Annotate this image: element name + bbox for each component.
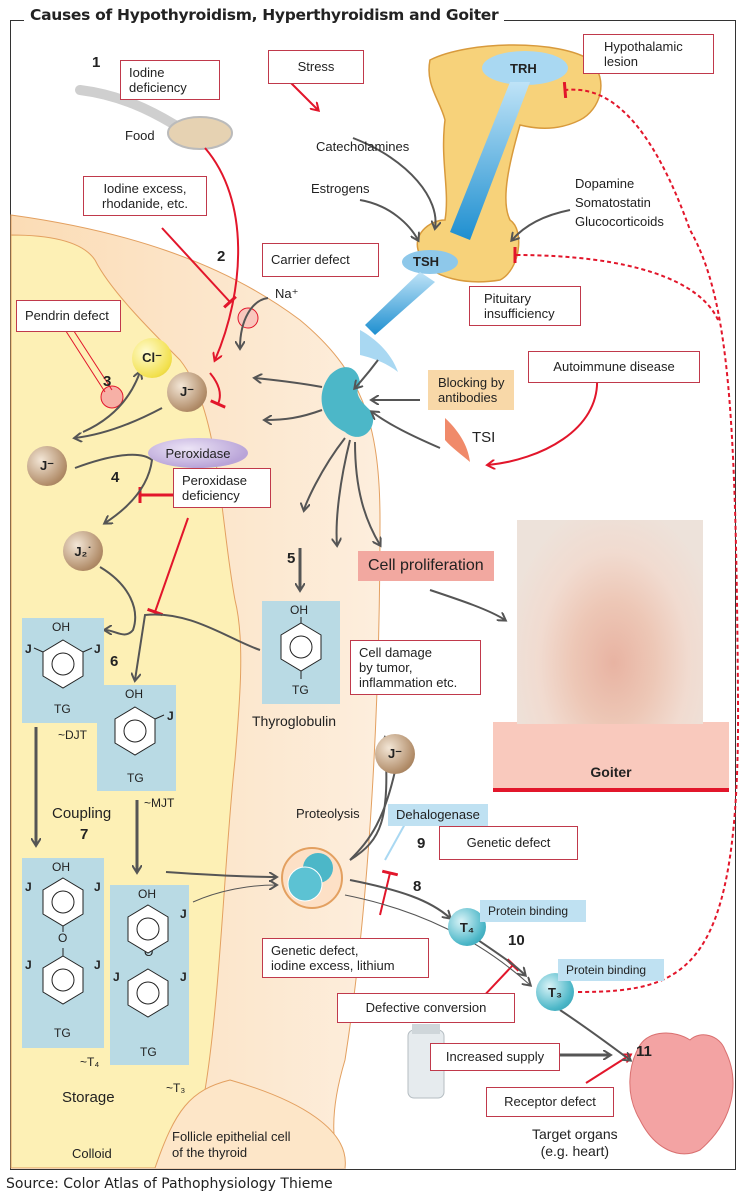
label-dehalogenase: Dehalogenase bbox=[388, 804, 488, 826]
label-mjt: ~MJT bbox=[144, 796, 175, 810]
tsh-bound bbox=[360, 330, 398, 372]
box-stress: Stress bbox=[268, 50, 364, 84]
goiter-photo bbox=[517, 520, 703, 724]
tg-label: TG bbox=[140, 1045, 157, 1059]
box-cell-damage: Cell damage by tumor, inflammation etc. bbox=[350, 640, 481, 695]
label-tsi: TSI bbox=[472, 429, 496, 446]
ion-iodide-recycled: J⁻ bbox=[375, 734, 415, 774]
label-thyroglobulin: Thyroglobulin bbox=[252, 713, 337, 729]
iodine-label: J bbox=[94, 958, 101, 972]
goiter-panel bbox=[493, 722, 729, 788]
oh-label: OH bbox=[138, 887, 156, 901]
figure-title: Causes of Hypothyroidism, Hyperthyroidis… bbox=[24, 6, 505, 24]
label-t3-stored: ~T₃ bbox=[166, 1081, 186, 1095]
box-genetic-defect-iodine-lithium: Genetic defect, iodine excess, lithium bbox=[262, 938, 429, 978]
label-proteolysis: Proteolysis bbox=[296, 806, 360, 821]
step-7: 7 bbox=[80, 826, 89, 843]
molecule-tyrosine: OH TG bbox=[262, 601, 340, 704]
goiter-underline bbox=[493, 788, 729, 792]
label-estrogens: Estrogens bbox=[311, 181, 370, 196]
label-follicle-cell: Follicle epithelial cell of the thyroid bbox=[172, 1129, 291, 1160]
step-9: 9 bbox=[417, 835, 426, 852]
oxygen-label: O bbox=[58, 931, 68, 945]
label-djt: ~DJT bbox=[58, 728, 88, 742]
oh-label: OH bbox=[290, 603, 308, 617]
iodine-label: J bbox=[25, 880, 32, 894]
molecule-t3-stored: OH J O J J TG bbox=[110, 885, 189, 1065]
step-1: 1 bbox=[92, 54, 101, 71]
source-caption: Source: Color Atlas of Pathophysiology T… bbox=[6, 1176, 333, 1192]
step-10: 10 bbox=[508, 932, 525, 949]
box-increased-supply: Increased supply bbox=[430, 1043, 560, 1071]
tsh-arrow bbox=[365, 272, 435, 335]
step-2: 2 bbox=[217, 248, 226, 265]
label-tsh: TSH bbox=[413, 254, 439, 269]
iodine-label: J bbox=[94, 642, 101, 656]
label-protein-binding-t4: Protein binding bbox=[480, 900, 586, 922]
tg-label: TG bbox=[54, 1026, 71, 1040]
tsh-receptor bbox=[321, 367, 374, 437]
tg-label: TG bbox=[292, 683, 309, 697]
tsi-antibody bbox=[445, 418, 470, 462]
spoon bbox=[75, 85, 180, 130]
molecule-t4-stored: OH J J O J J TG bbox=[22, 858, 104, 1048]
box-pendrin-defect: Pendrin defect bbox=[16, 300, 121, 332]
box-peroxidase-deficiency: Peroxidase deficiency bbox=[173, 468, 271, 508]
trh-blob bbox=[482, 51, 568, 85]
oh-label: OH bbox=[125, 687, 143, 701]
molecule-djt: OH J J TG bbox=[22, 618, 104, 723]
box-defective-conversion: Defective conversion bbox=[337, 993, 515, 1023]
step-11: 11 bbox=[636, 1043, 652, 1060]
box-receptor-defect: Receptor defect bbox=[486, 1087, 614, 1117]
goiter-caption: Goiter bbox=[590, 764, 632, 780]
step-6: 6 bbox=[110, 653, 119, 670]
ion-iodide-colloid: J⁻ bbox=[27, 446, 67, 486]
label-t4-stored: ~T₄ bbox=[80, 1055, 100, 1069]
label-cell-proliferation: Cell proliferation bbox=[358, 551, 494, 581]
tg-label: TG bbox=[127, 771, 144, 785]
step-4: 4 bbox=[111, 469, 120, 486]
tg-label: TG bbox=[54, 702, 71, 716]
box-genetic-defect: Genetic defect bbox=[439, 826, 578, 860]
trh-arrow bbox=[450, 82, 530, 240]
iodine-label: J bbox=[167, 709, 174, 723]
step-5: 5 bbox=[287, 550, 296, 567]
iodine-label: J bbox=[180, 970, 187, 984]
iodine-label: J bbox=[180, 907, 187, 921]
step-3: 3 bbox=[103, 373, 112, 390]
feedback-dashed bbox=[562, 81, 740, 993]
iodine-label: J bbox=[25, 958, 32, 972]
label-blocking-antibodies: Blocking by antibodies bbox=[428, 370, 515, 410]
label-storage: Storage bbox=[62, 1089, 115, 1106]
iodine-radical: J₂˙ bbox=[63, 531, 103, 571]
box-hypothalamic-lesion: Hypothalamic lesion bbox=[583, 34, 714, 74]
label-colloid: Colloid bbox=[72, 1146, 112, 1161]
hormone-t4: T₄ bbox=[448, 908, 486, 946]
box-iodine-deficiency: Iodine deficiency bbox=[120, 60, 220, 100]
iodine-label: J bbox=[25, 642, 32, 656]
label-protein-binding-t3: Protein binding bbox=[558, 959, 664, 981]
label-catecholamines: Catecholamines bbox=[316, 139, 410, 154]
box-pituitary-insufficiency: Pituitary insufficiency bbox=[469, 286, 581, 326]
ion-chloride: Cl⁻ bbox=[132, 338, 172, 378]
box-autoimmune-disease: Autoimmune disease bbox=[528, 351, 700, 383]
label-inhibitors: Dopamine Somatostatin Glucocorticoids bbox=[575, 176, 664, 229]
oh-label: OH bbox=[52, 620, 70, 634]
peroxidase-enzyme: Peroxidase bbox=[148, 438, 248, 468]
box-iodine-excess: Iodine excess, rhodanide, etc. bbox=[83, 176, 207, 216]
iodine-label: J bbox=[94, 880, 101, 894]
oh-label: OH bbox=[52, 860, 70, 874]
label-coupling: Coupling bbox=[52, 805, 112, 822]
tsh-blob bbox=[402, 250, 458, 274]
iodine-label: J bbox=[113, 970, 120, 984]
molecule-mjt: OH J TG bbox=[97, 685, 176, 791]
label-trh: TRH bbox=[510, 61, 537, 76]
ion-iodide-cell: J⁻ bbox=[167, 372, 207, 412]
heart bbox=[629, 1032, 734, 1155]
label-target-organs: Target organs (e.g. heart) bbox=[532, 1126, 618, 1159]
label-food: Food bbox=[125, 128, 155, 143]
step-8: 8 bbox=[413, 878, 422, 895]
label-sodium: Na⁺ bbox=[275, 286, 299, 301]
box-carrier-defect: Carrier defect bbox=[262, 243, 379, 277]
